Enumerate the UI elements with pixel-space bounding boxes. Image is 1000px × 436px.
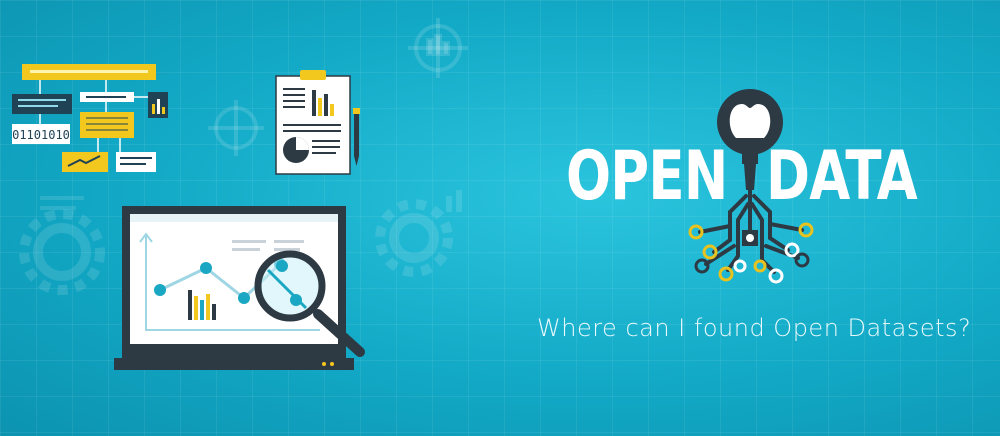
faint-binary-icon: [40, 190, 462, 212]
pen-icon: [353, 108, 360, 166]
open-data-logo: [688, 89, 814, 284]
tagline: Where can I found Open Datasets?: [537, 314, 972, 342]
title-word-open: OPEN: [566, 137, 728, 216]
target-crosshair-icon: [208, 100, 264, 156]
circuit-nodes: [688, 222, 814, 284]
title-word-data: DATA: [766, 137, 918, 216]
target-crosshair-icon: [408, 18, 468, 78]
lightbulb-icon: [717, 89, 783, 190]
clipboard-icon: [275, 70, 351, 175]
binary-text: 01101010: [12, 128, 70, 142]
flowchart: 01101010: [12, 64, 168, 172]
magnifier-icon: [254, 250, 365, 357]
gear-icon: [375, 199, 453, 277]
gear-icon: [19, 209, 105, 295]
